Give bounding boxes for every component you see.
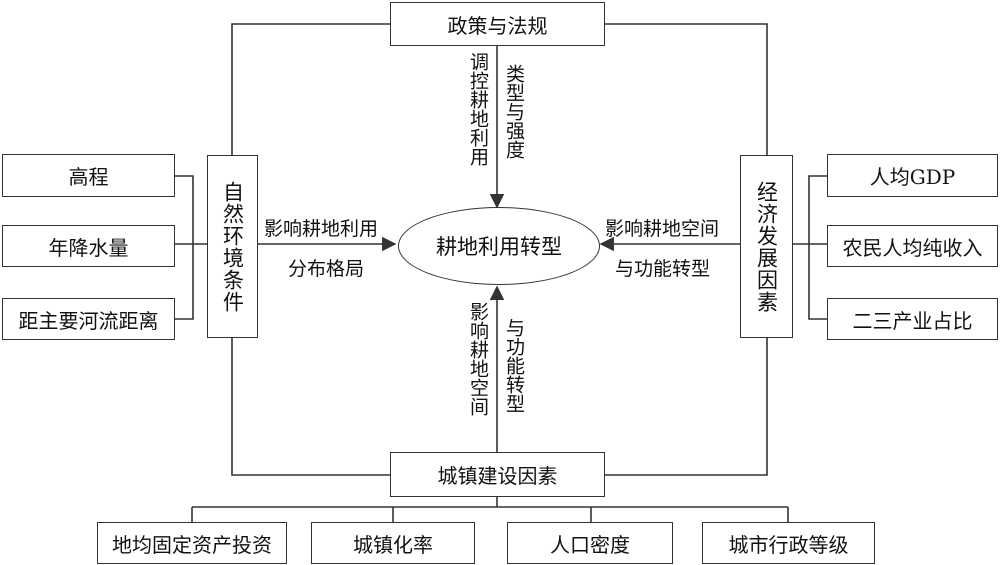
- economic-box: 经济发展因素: [740, 155, 793, 338]
- policy-label-right: 类型与强度: [503, 64, 525, 159]
- urban-label-right: 与功能转型: [503, 318, 525, 413]
- frame-bottom-left: [231, 338, 390, 476]
- frame-top-right: [605, 23, 768, 155]
- economic-bracket: [808, 175, 827, 320]
- economic-label-line1: 影响耕地空间: [605, 218, 720, 240]
- natural-bracket: [175, 175, 194, 320]
- urban-box: 城镇建设因素: [390, 452, 605, 497]
- policy-label-left: 调控耕地利用: [467, 52, 489, 166]
- policy-box: 政策与法规: [390, 2, 605, 46]
- urban-factor-admin-level: 城市行政等级: [702, 522, 875, 564]
- economic-factor-industry-share: 二三产业占比: [827, 298, 998, 340]
- urban-factor-population-density: 人口密度: [507, 522, 673, 564]
- natural-factor-elevation: 高程: [2, 154, 175, 197]
- urban-label-left: 影响耕地空间: [467, 302, 489, 416]
- natural-box: 自然环境条件: [207, 155, 258, 338]
- frame-bottom-right: [605, 338, 768, 476]
- natural-factor-precipitation: 年降水量: [2, 225, 175, 267]
- natural-label-line1: 影响耕地利用: [264, 218, 379, 240]
- economic-factor-farmer-income: 农民人均纯收入: [827, 225, 998, 267]
- frame-top-left: [231, 23, 390, 155]
- urban-factor-urbanization-rate: 城镇化率: [311, 522, 475, 564]
- economic-factor-gdp: 人均GDP: [827, 154, 998, 197]
- urban-factor-investment: 地均固定资产投资: [97, 522, 287, 564]
- natural-factor-river-distance: 距主要河流距离: [2, 298, 175, 340]
- center-ellipse: 耕地利用转型: [398, 207, 600, 285]
- natural-label-line2: 分布格局: [288, 258, 365, 280]
- economic-label-line2: 与功能转型: [615, 258, 711, 280]
